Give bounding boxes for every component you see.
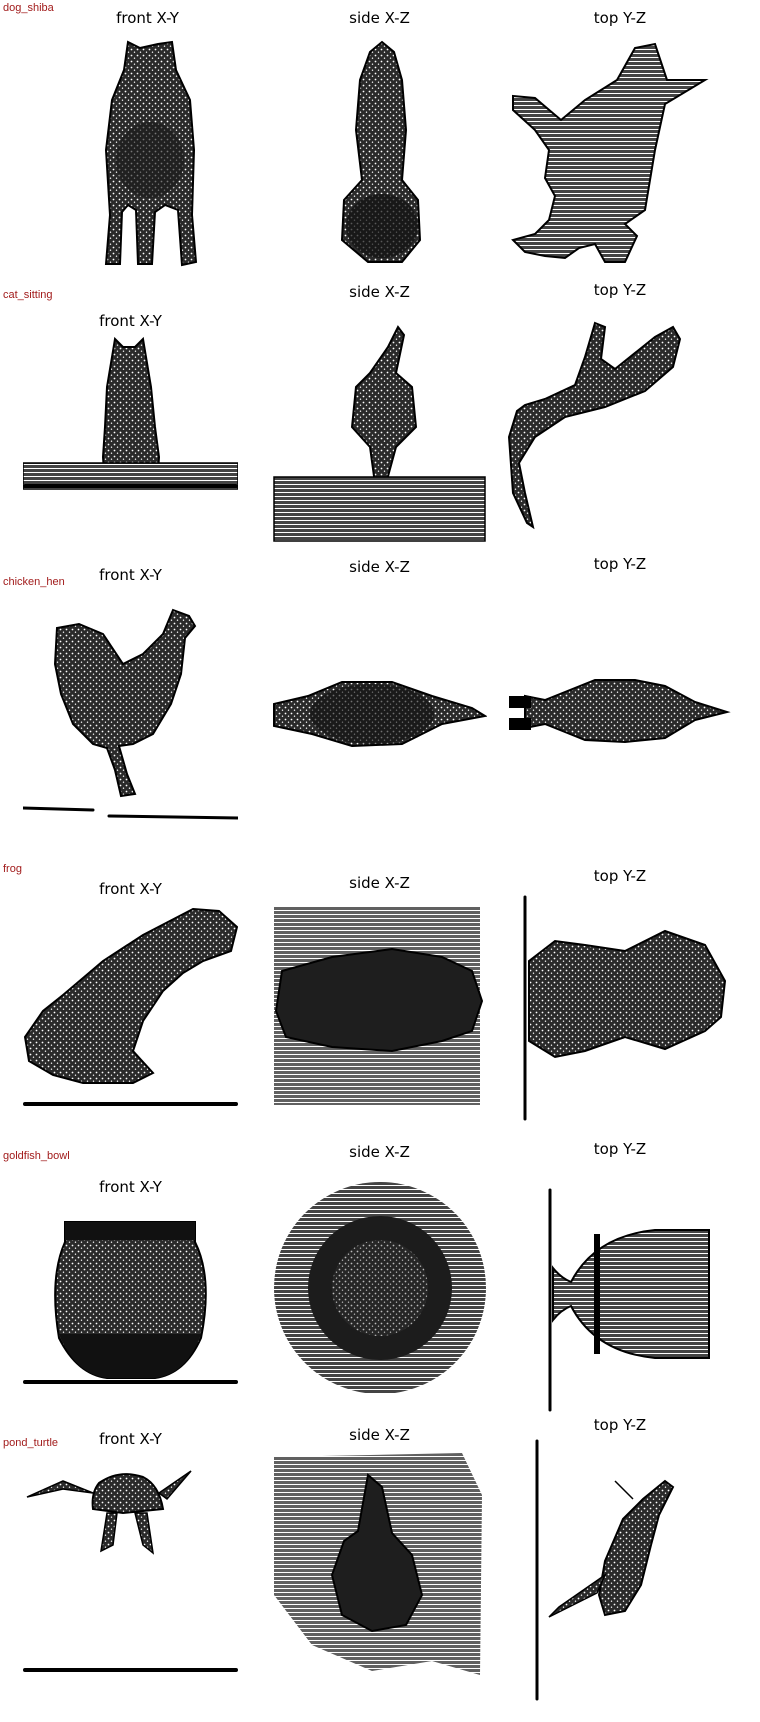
view-top: top Y-Z [505, 1140, 735, 1435]
point-cloud-front [23, 1221, 238, 1384]
point-cloud-top [523, 895, 727, 1121]
row-label: frog [3, 863, 22, 875]
row-chicken-hen: chicken_hen front X-Y side X-Z top Y-Z [0, 555, 760, 861]
view-title: front X-Y [99, 880, 162, 898]
point-cloud-top [535, 1439, 675, 1701]
view-title: top Y-Z [593, 9, 647, 27]
row-goldfish-bowl: goldfish_bowl front X-Y side X-Z top Y-Z [0, 1140, 760, 1435]
point-cloud-side [273, 325, 486, 542]
view-title: top Y-Z [593, 1416, 647, 1434]
row-frog: frog front X-Y side X-Z top Y-Z [0, 861, 760, 1148]
view-title: top Y-Z [593, 281, 647, 299]
view-title: front X-Y [99, 312, 162, 330]
row-cat-sitting: cat_sitting front X-Y side X-Z top Y-Z [0, 281, 760, 574]
view-top: top Y-Z [505, 1416, 735, 1722]
point-cloud-front [104, 40, 198, 267]
point-cloud-side [340, 40, 422, 263]
view-top: top Y-Z [505, 281, 735, 574]
point-cloud-front [23, 907, 238, 1106]
view-side: side X-Z [272, 283, 487, 574]
row-pond-turtle: pond_turtle front X-Y side X-Z top Y-Z [0, 1416, 760, 1722]
row-dog-shiba: dog_shiba front X-Y side X-Z top Y-Z [0, 0, 760, 287]
view-side: side X-Z [272, 0, 487, 287]
view-side: side X-Z [272, 558, 487, 861]
point-cloud-top [511, 42, 709, 263]
view-title: side X-Z [349, 874, 410, 892]
row-label: pond_turtle [3, 1437, 59, 1449]
view-title: top Y-Z [593, 1140, 647, 1158]
row-label: cat_sitting [3, 289, 53, 301]
view-front: front X-Y [40, 0, 255, 287]
view-top: top Y-Z [505, 0, 735, 287]
view-front: front X-Y [23, 566, 238, 861]
view-title: side X-Z [349, 9, 410, 27]
view-title: side X-Z [349, 1143, 410, 1161]
point-cloud-top [548, 1188, 710, 1412]
view-side: side X-Z [272, 1426, 487, 1722]
point-cloud-front [23, 336, 238, 490]
point-cloud-side [274, 907, 484, 1105]
view-top: top Y-Z [505, 861, 735, 1148]
view-title: side X-Z [349, 558, 410, 576]
view-front: front X-Y [23, 861, 238, 1148]
point-cloud-top [507, 321, 682, 530]
view-title: front X-Y [99, 566, 162, 584]
view-title: side X-Z [349, 283, 410, 301]
view-front: front X-Y [23, 1430, 238, 1722]
view-title: top Y-Z [593, 555, 647, 573]
view-side: side X-Z [272, 1143, 487, 1435]
view-title: front X-Y [116, 9, 179, 27]
point-cloud-front [23, 1470, 238, 1672]
view-title: top Y-Z [593, 867, 647, 885]
point-cloud-side [273, 681, 487, 748]
view-title: side X-Z [349, 1426, 410, 1444]
point-cloud-side [274, 1182, 486, 1394]
row-label: chicken_hen [3, 576, 65, 588]
view-side: side X-Z [272, 861, 487, 1148]
view-top: top Y-Z [505, 555, 735, 861]
point-cloud-front [23, 608, 238, 820]
view-front: front X-Y [23, 1148, 238, 1435]
point-cloud-side [274, 1453, 482, 1675]
view-title: front X-Y [99, 1430, 162, 1448]
point-cloud-top [509, 679, 731, 744]
row-label: dog_shiba [3, 2, 54, 14]
row-label: goldfish_bowl [3, 1150, 70, 1162]
view-title: front X-Y [99, 1178, 162, 1196]
view-front: front X-Y [23, 287, 238, 574]
